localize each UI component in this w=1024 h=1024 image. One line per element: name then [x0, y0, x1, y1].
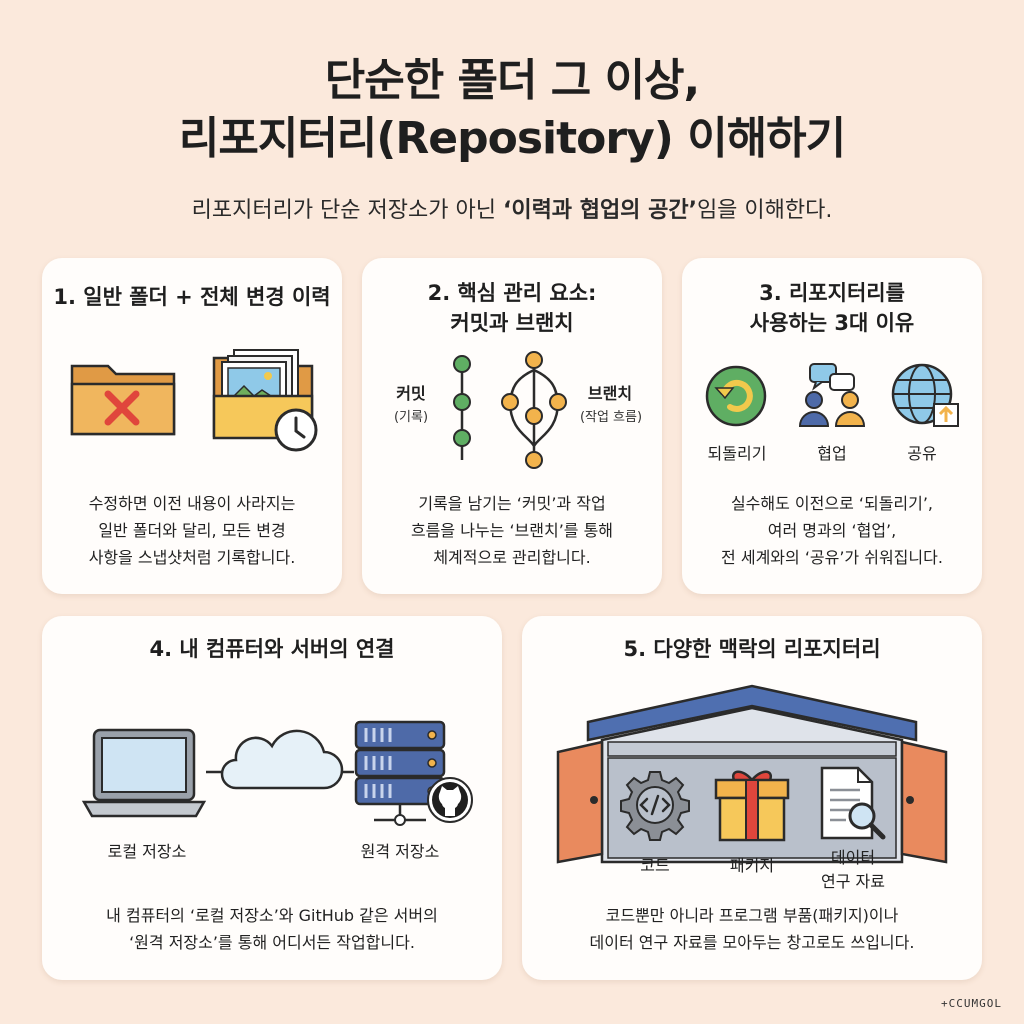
share-globe-icon — [891, 363, 959, 427]
card-2-title: 2. 핵심 관리 요소: 커밋과 브랜치 — [362, 278, 662, 338]
branch-graph-icon — [501, 351, 567, 469]
reason-collaboration-label: 협업 — [817, 444, 847, 463]
context-data-label: 데이터 — [830, 848, 876, 867]
server-github-icon — [354, 720, 473, 826]
card-3-description: 실수해도 이전으로 ‘되돌리기’, 여러 명과의 ‘협업’, 전 세계와의 ‘공… — [682, 490, 982, 571]
card-4-description: 내 컴퓨터의 ‘로컬 저장소’와 GitHub 같은 서버의 ‘원격 저장소’를… — [42, 902, 502, 956]
card-2-desc-line: 흐름을 나누는 ‘브랜치’를 통해 — [410, 521, 614, 540]
reason-share-label: 공유 — [907, 444, 937, 463]
undo-icon — [705, 365, 767, 427]
title-line-1: 단순한 폴더 그 이상, — [324, 55, 701, 106]
card-repository-contexts: 5. 다양한 맥락의 리포지터리 코드 패키지 데이터 연구 자료 코드뿐만 아… — [522, 616, 982, 980]
card-3-desc-line: 실수해도 이전으로 ‘되돌리기’, — [730, 494, 934, 513]
title-line-2: 리포지터리(Repository) 이해하기 — [178, 113, 846, 164]
local-repo-label: 로컬 저장소 — [107, 842, 187, 861]
remote-repo-label: 원격 저장소 — [360, 842, 440, 861]
card-local-remote: 4. 내 컴퓨터와 서버의 연결 로컬 저장소 원격 저장소 내 컴퓨터의 ‘로… — [42, 616, 502, 980]
card-5-description: 코드뿐만 아니라 프로그램 부품(패키지)이나 데이터 연구 자료를 모아두는 … — [522, 902, 982, 956]
commit-line-icon — [453, 355, 471, 460]
card-3-title: 3. 리포지터리를 사용하는 3대 이유 — [682, 278, 982, 338]
branch-label: 브랜치 — [587, 384, 633, 403]
code-gear-icon — [620, 771, 690, 841]
collaboration-icon — [798, 363, 866, 427]
card-1-desc-line: 일반 폴더와 달리, 모든 변경 — [98, 521, 286, 540]
watermark: +CCUMGOL — [941, 997, 1002, 1010]
reason-undo-label: 되돌리기 — [707, 444, 767, 463]
card-3-title-line: 사용하는 3대 이유 — [749, 311, 915, 335]
card-4-desc-line: 내 컴퓨터의 ‘로컬 저장소’와 GitHub 같은 서버의 — [106, 906, 438, 925]
subtitle-pre: 리포지터리가 단순 저장소가 아닌 — [191, 198, 503, 223]
branch-sub-label: (작업 흐름) — [579, 410, 643, 425]
closed-folder-x-icon — [70, 364, 176, 436]
card-2-desc-line: 기록을 남기는 ‘커밋’과 작업 — [418, 494, 606, 513]
card-3-desc-line: 전 세계와의 ‘공유’가 쉬워집니다. — [721, 548, 943, 567]
card-1-description: 수정하면 이전 내용이 사라지는 일반 폴더와 달리, 모든 변경 사항을 스냅… — [42, 490, 342, 571]
card-1-desc-line: 사항을 스냅샷처럼 기록합니다. — [88, 548, 296, 567]
card-5-desc-line: 데이터 연구 자료를 모아두는 창고로도 쓰입니다. — [589, 933, 915, 952]
card-three-reasons: 3. 리포지터리를 사용하는 3대 이유 되돌리기 협업 공유 실수해도 이전으… — [682, 258, 982, 594]
subtitle-emphasis: ‘이력과 협업의 공간’ — [502, 198, 697, 223]
card-4-desc-line: ‘원격 저장소’를 통해 어디서든 작업합니다. — [129, 933, 415, 952]
card-5-title: 5. 다양한 맥락의 리포지터리 — [623, 637, 881, 661]
card-folder-history: 1. 일반 폴더 + 전체 변경 이력 수정하면 이전 내용이 사라지는 일반 … — [42, 258, 342, 594]
card-4-title: 4. 내 컴퓨터와 서버의 연결 — [149, 637, 395, 661]
page-title: 단순한 폴더 그 이상, 리포지터리(Repository) 이해하기 — [0, 52, 1024, 168]
card-2-title-line: 2. 핵심 관리 요소: — [427, 281, 597, 305]
card-commit-branch: 2. 핵심 관리 요소: 커밋과 브랜치 커밋 (기록) 브랜치 (작업 흐름)… — [362, 258, 662, 594]
data-document-search-icon — [820, 766, 886, 840]
card-5-desc-line: 코드뿐만 아니라 프로그램 부품(패키지)이나 — [605, 906, 899, 925]
card-2-description: 기록을 남기는 ‘커밋’과 작업 흐름을 나누는 ‘브랜치’를 통해 체계적으로… — [362, 490, 662, 571]
card-1-desc-line: 수정하면 이전 내용이 사라지는 — [88, 494, 296, 513]
context-package-label: 패키지 — [729, 856, 775, 875]
folder-history-clock-icon — [212, 349, 318, 452]
commit-label: 커밋 — [396, 384, 426, 403]
card-2-desc-line: 체계적으로 관리합니다. — [433, 548, 591, 567]
card-2-title-line: 커밋과 브랜치 — [450, 311, 574, 335]
cloud-connection-icon — [206, 729, 354, 790]
context-research-label: 연구 자료 — [821, 872, 885, 891]
package-gift-icon — [714, 770, 790, 842]
laptop-icon — [81, 728, 207, 818]
page-subtitle: 리포지터리가 단순 저장소가 아닌 ‘이력과 협업의 공간’임을 이해한다. — [0, 196, 1024, 226]
context-code-label: 코드 — [640, 856, 670, 875]
card-3-title-line: 3. 리포지터리를 — [759, 281, 905, 305]
card-1-title: 1. 일반 폴더 + 전체 변경 이력 — [53, 285, 331, 309]
commit-sub-label: (기록) — [393, 410, 429, 425]
subtitle-post: 임을 이해한다. — [696, 198, 833, 223]
card-3-desc-line: 여러 명과의 ‘협업’, — [767, 521, 897, 540]
